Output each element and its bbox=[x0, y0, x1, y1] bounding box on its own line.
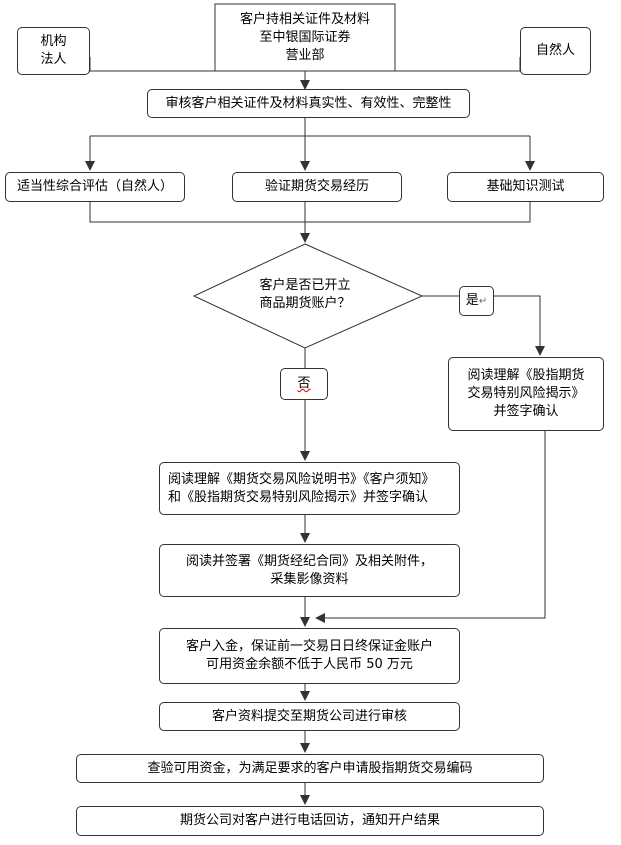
read-risk-docs-box: 阅读理解《期货交易风险说明书》《客户须知》 和《股指期货交易特别风险揭示》并签字… bbox=[159, 462, 460, 515]
submit-review-line-1: 客户资料提交至期货公司进行审核 bbox=[211, 708, 407, 724]
phone-callback-box: 期货公司对客户进行电话回访，通知开户结果 bbox=[76, 806, 544, 836]
client-brings-docs-line-1: 客户持相关证件及材料 bbox=[239, 12, 370, 27]
client-brings-docs-line-2: 至中银国际证券 bbox=[259, 30, 351, 45]
institution-line-2: 法人 bbox=[40, 52, 67, 67]
institution-line-1: 机构 bbox=[40, 34, 67, 49]
deposit-line-1: 客户入金，保证前一交易日日终保证金账户 bbox=[185, 639, 433, 654]
read-index-risk-line-2: 交易特别风险揭示》 bbox=[467, 386, 585, 401]
knowledge-test-line-1: 基础知识测试 bbox=[486, 179, 565, 194]
verify-experience-box: 验证期货交易经历 bbox=[232, 172, 402, 202]
read-risk-docs-line-2: 和《股指期货交易特别风险揭示》并签字确认 bbox=[168, 489, 429, 505]
sign-contract-line-1: 阅读并签署《期货经纪合同》及相关附件， bbox=[185, 553, 433, 569]
client-brings-docs-line-3: 营业部 bbox=[285, 48, 325, 63]
suitability-eval-box: 适当性综合评估（自然人） bbox=[5, 172, 185, 202]
return-mark-icon: ↵ bbox=[478, 295, 488, 307]
check-funds-line-1: 查验可用资金，为满足要求的客户申请股指期货交易编码 bbox=[147, 760, 473, 776]
client-brings-docs-box: 客户持相关证件及材料 至中银国际证券 营业部 bbox=[215, 6, 395, 70]
has-account-question-line-2: 商品期货账户？ bbox=[259, 296, 351, 311]
sign-contract-line-2: 采集影像资料 bbox=[270, 571, 349, 587]
connector-yes-return bbox=[315, 431, 546, 623]
institution-box: 机构 法人 bbox=[17, 27, 90, 75]
natural-person-line-1: 自然人 bbox=[535, 43, 575, 58]
deposit-line-2: 可用资金余额不低于人民币 50 万元 bbox=[206, 657, 413, 672]
no-label-box: 否 bbox=[280, 368, 328, 400]
phone-callback-line-1: 期货公司对客户进行电话回访，通知开户结果 bbox=[179, 813, 440, 828]
check-funds-box: 查验可用资金，为满足要求的客户申请股指期货交易编码 bbox=[76, 754, 544, 783]
verify-experience-line-1: 验证期货交易经历 bbox=[264, 179, 369, 194]
review-docs-line-1: 审核客户相关证件及材料真实性、有效性、完整性 bbox=[165, 95, 452, 111]
yes-label-box: 是↵ bbox=[459, 286, 494, 316]
suitability-eval-line-1: 适当性综合评估（自然人） bbox=[16, 179, 173, 194]
review-docs-box: 审核客户相关证件及材料真实性、有效性、完整性 bbox=[147, 89, 470, 118]
read-index-risk-box: 阅读理解《股指期货 交易特别风险揭示》 并签字确认 bbox=[448, 357, 604, 431]
has-account-question-line-1: 客户是否已开立 bbox=[259, 278, 351, 293]
natural-person-box: 自然人 bbox=[520, 27, 591, 75]
yes-label-line: 是↵ bbox=[466, 292, 487, 311]
knowledge-test-box: 基础知识测试 bbox=[447, 172, 604, 202]
read-index-risk-line-1: 阅读理解《股指期货 bbox=[467, 368, 585, 383]
submit-review-box: 客户资料提交至期货公司进行审核 bbox=[159, 702, 460, 731]
sign-contract-box: 阅读并签署《期货经纪合同》及相关附件， 采集影像资料 bbox=[159, 544, 460, 597]
deposit-box: 客户入金，保证前一交易日日终保证金账户 可用资金余额不低于人民币 50 万元 bbox=[159, 628, 460, 684]
has-account-question: 客户是否已开立 商品期货账户？ bbox=[230, 272, 380, 318]
yes-label: 是 bbox=[465, 292, 479, 308]
read-risk-docs-line-1: 阅读理解《期货交易风险说明书》《客户须知》 bbox=[168, 471, 435, 487]
connector-merge bbox=[89, 202, 531, 223]
connector-institution bbox=[89, 57, 215, 72]
no-label: 否 bbox=[297, 376, 311, 391]
read-index-risk-line-3: 并签字确认 bbox=[493, 404, 559, 419]
